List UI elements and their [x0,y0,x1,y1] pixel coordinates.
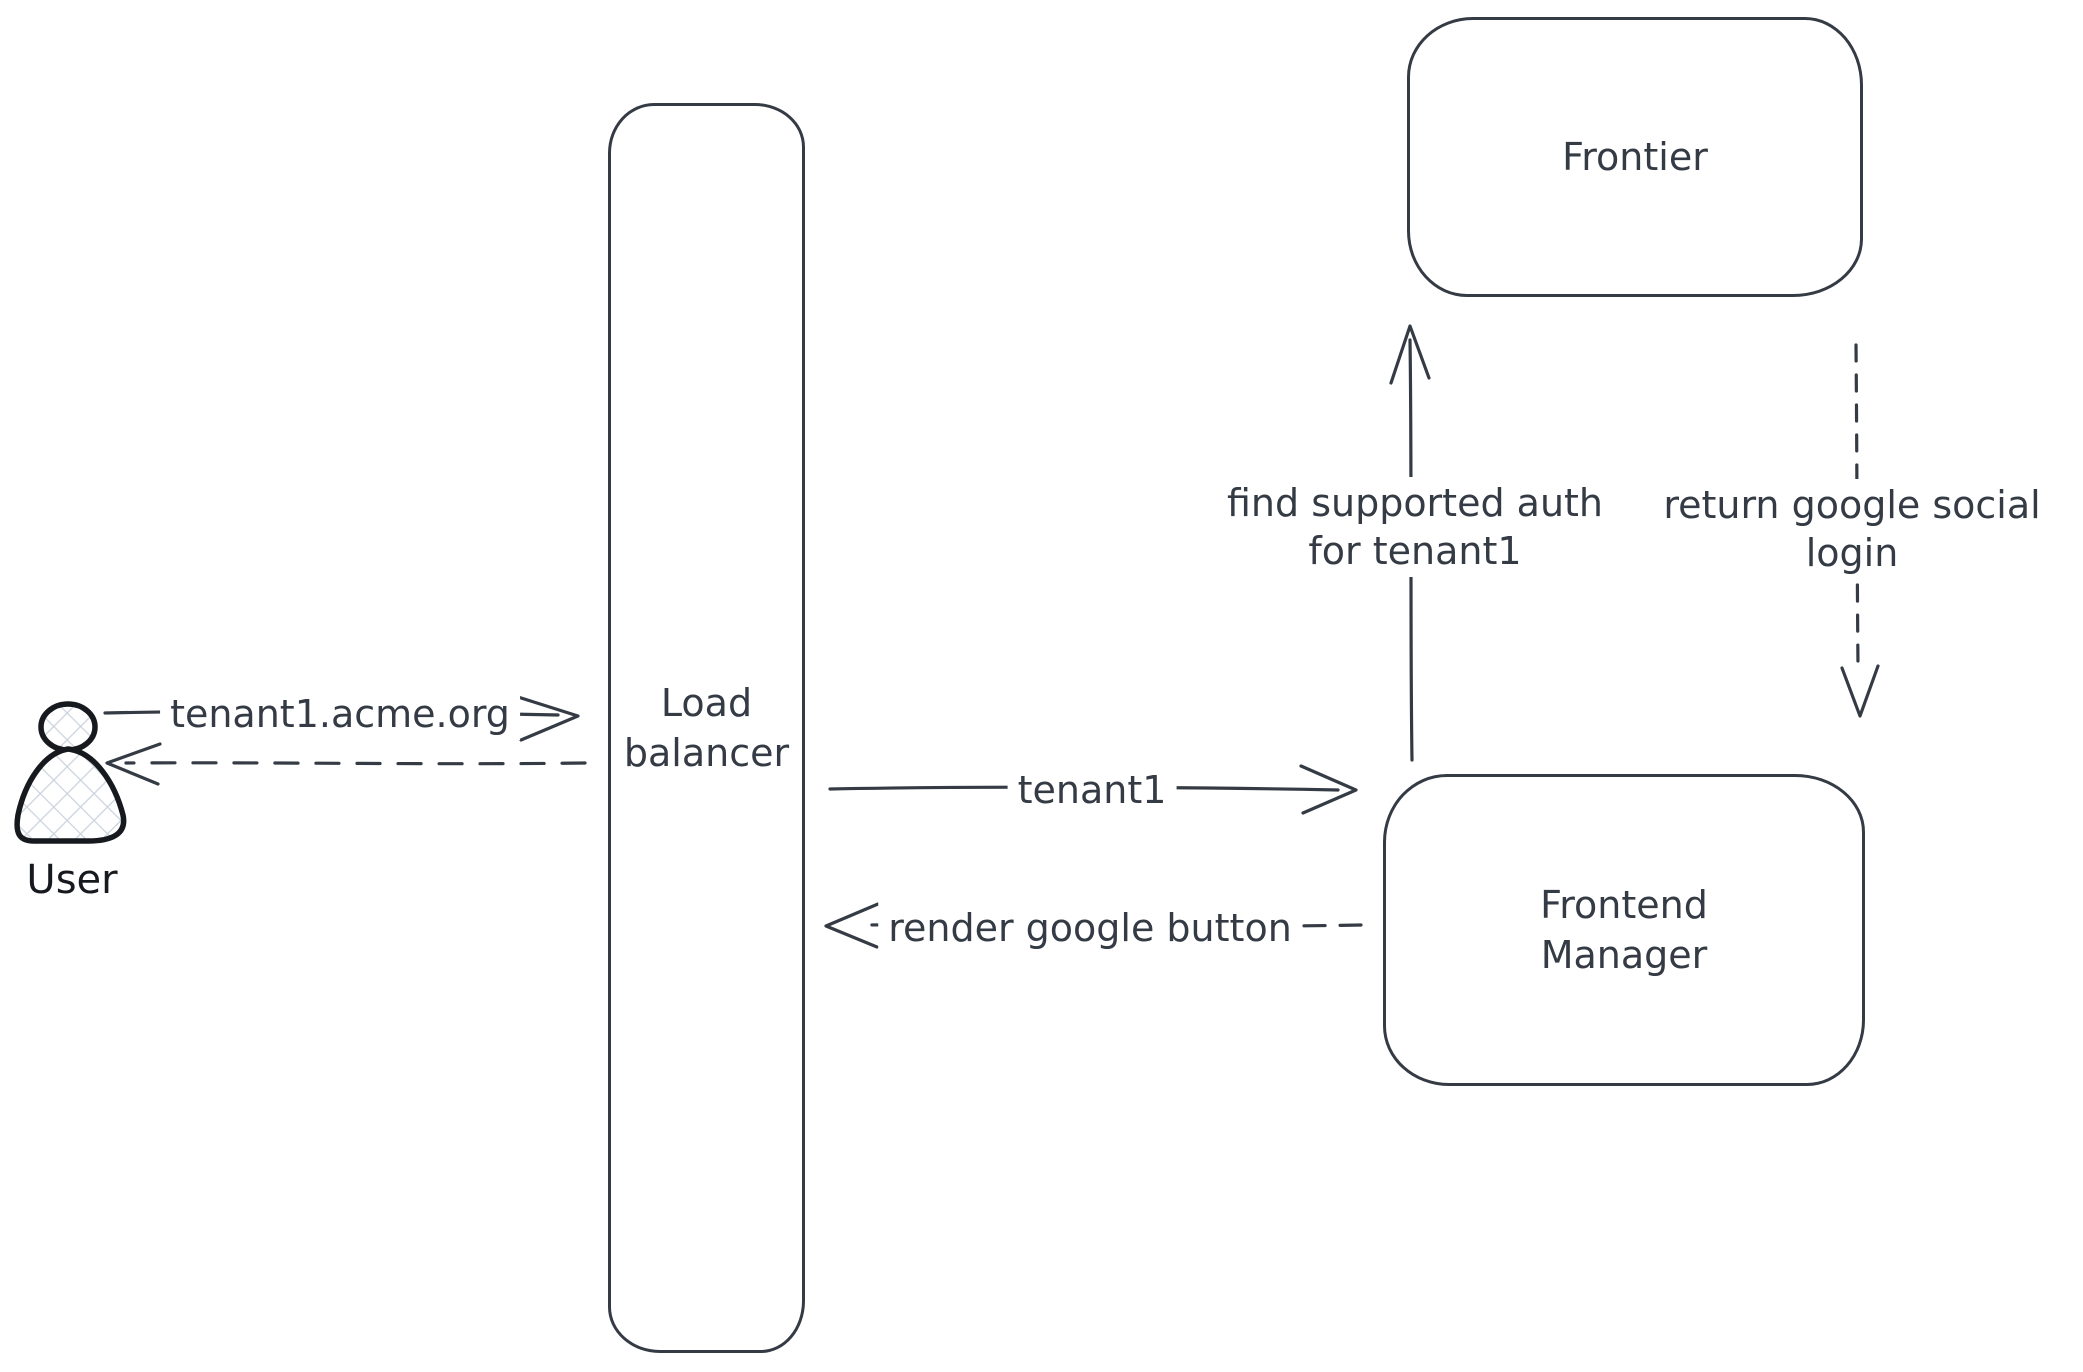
person-icon[interactable] [14,701,127,844]
node-load-balancer[interactable]: Load balancer [608,103,805,1353]
load-balancer-label: Load balancer [623,681,790,775]
edge-label-tenant1-acme-org[interactable]: tenant1.acme.org [160,688,520,740]
frontend-manager-label: Frontend Manager [1540,883,1708,977]
edge-label-return-google-social-login[interactable]: return google social login [1653,479,2051,579]
user-node-label[interactable]: User [26,857,118,903]
node-frontier[interactable]: Frontier [1407,17,1863,297]
edge-label-render-google-button[interactable]: render google button [878,902,1302,954]
edge-load-balancer-to-user[interactable] [105,742,587,786]
frontier-label: Frontier [1562,135,1708,179]
edge-label-tenant1[interactable]: tenant1 [1007,764,1177,816]
edge-label-find-supported-auth[interactable]: find supported auth for tenant1 [1216,477,1614,577]
node-frontend-manager[interactable]: Frontend Manager [1383,774,1865,1086]
